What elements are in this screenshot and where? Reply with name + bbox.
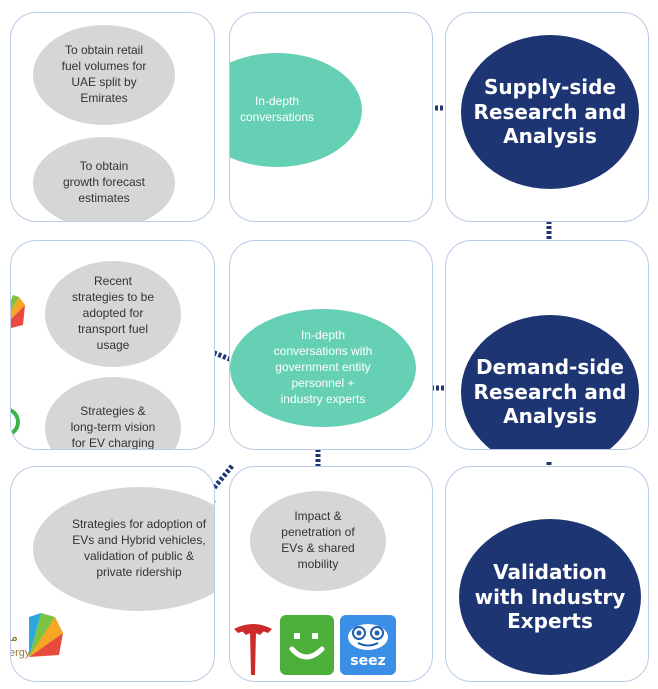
tile-supply-side: Supply-side Research and Analysis: [445, 12, 649, 222]
careem-logo-icon: [280, 615, 334, 675]
tile-demand-sources: Recent strategies to be adopted for tran…: [10, 240, 215, 450]
tile-validation-method: Impact & penetration of EVs & shared mob…: [229, 466, 433, 682]
goal-growth-forecast: To obtain growth forecast estimates: [33, 137, 175, 221]
supply-side-research: Supply-side Research and Analysis: [461, 35, 639, 189]
validation-with-experts: Validation with Industry Experts: [459, 519, 641, 675]
goal-transport-fuel-strategies: Recent strategies to be adopted for tran…: [45, 261, 181, 367]
goal-retail-fuel-volumes: To obtain retail fuel volumes for UAE sp…: [33, 25, 175, 125]
sunburst-logo-icon: [29, 613, 63, 657]
tile-supply-method: In-depth conversations: [229, 12, 433, 222]
tile-validation-experts: Validation with Industry Experts: [445, 466, 649, 682]
tile-validation-sources: Strategies for adoption of EVs and Hybri…: [10, 466, 215, 682]
goal-ev-charging-vision: Strategies & long-term vision for EV cha…: [45, 377, 181, 449]
logo-fragment-text: ergy: [10, 647, 31, 659]
goal-ev-shared-mobility: Impact & penetration of EVs & shared mob…: [250, 491, 386, 591]
ring-logo-icon: [11, 408, 20, 436]
tesla-logo-icon: [230, 617, 276, 679]
tile-supply-sources: To obtain retail fuel volumes for UAE sp…: [10, 12, 215, 222]
goal-ev-hybrid-adoption: Strategies for adoption of EVs and Hybri…: [33, 487, 214, 611]
method-in-depth-conversations: In-depth conversations: [230, 53, 362, 167]
seez-logo-icon: seez: [340, 615, 396, 675]
demand-side-research: Demand-side Research and Analysis: [461, 315, 639, 449]
tile-demand-method: In-depth conversations with government e…: [229, 240, 433, 450]
tile-demand-side: Demand-side Research and Analysis: [445, 240, 649, 450]
method-government-expert-conversations: In-depth conversations with government e…: [230, 309, 416, 427]
sunburst-logo-icon: [11, 295, 25, 328]
seez-label: seez: [350, 653, 386, 669]
arabic-logo-text: ﻣﺎ: [10, 629, 18, 644]
